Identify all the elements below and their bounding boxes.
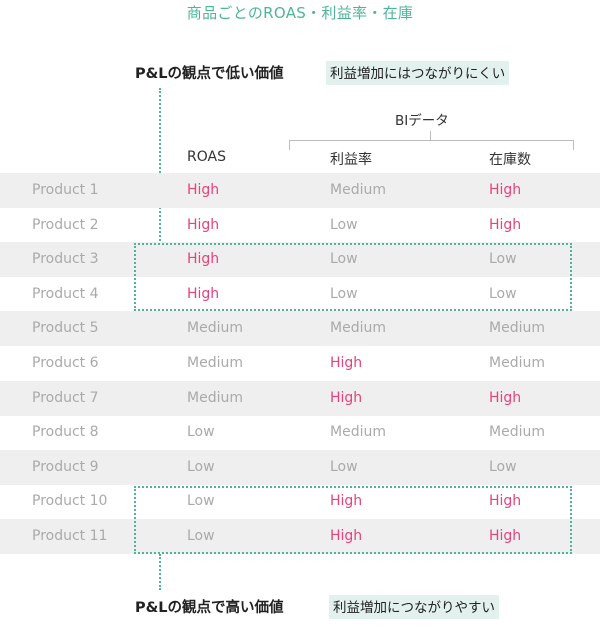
stock-cell: Low xyxy=(489,285,517,302)
table-row: Product 4 High Low Low xyxy=(0,277,600,312)
roas-cell: Low xyxy=(187,424,215,441)
product-name-cell: Product 10 xyxy=(32,493,108,510)
product-name-cell: Product 11 xyxy=(32,528,108,544)
table-row: Product 9 Low Low Low xyxy=(0,449,600,485)
margin-cell: High xyxy=(330,355,363,371)
product-name-cell: Product 5 xyxy=(32,320,99,337)
low-value-highlight-box xyxy=(134,243,572,311)
roas-cell: High xyxy=(187,182,220,198)
margin-cell: Low xyxy=(330,458,358,475)
margin-cell: High xyxy=(330,389,363,406)
column-header-margin: 利益率 xyxy=(330,152,372,168)
stock-cell: Low xyxy=(489,458,517,475)
product-name-cell: Product 8 xyxy=(32,424,99,441)
table-row: Product 2 High Low High xyxy=(0,208,600,243)
margin-cell: Low xyxy=(330,216,358,233)
bottom-connector-line xyxy=(159,554,161,590)
roas-cell: Low xyxy=(187,493,215,510)
top-callout-tag: 利益増加にはつながりにくい xyxy=(326,61,510,85)
stock-cell: Medium xyxy=(489,320,545,337)
bi-group-label: BIデータ xyxy=(395,113,449,129)
margin-cell: Medium xyxy=(330,424,386,441)
bottom-callout-tag: 利益増加につながりやすい xyxy=(329,595,499,619)
stock-cell: High xyxy=(489,182,522,198)
column-header-roas: ROAS xyxy=(187,149,226,165)
margin-cell: Medium xyxy=(330,182,386,198)
table-row: Product 10 Low High High xyxy=(0,484,600,519)
margin-cell: High xyxy=(330,493,363,510)
bi-group-bracket-tick xyxy=(430,131,431,140)
roas-cell: High xyxy=(187,216,220,233)
margin-cell: Low xyxy=(330,251,358,268)
stock-cell: High xyxy=(489,493,522,510)
roas-cell: High xyxy=(187,285,220,302)
stock-cell: High xyxy=(489,216,522,233)
stock-cell: High xyxy=(489,528,522,544)
roas-cell: Low xyxy=(187,458,215,475)
table-row: Product 1 High Medium High xyxy=(0,173,600,208)
stock-cell: Medium xyxy=(489,424,545,441)
table-row: Product 7 Medium High High xyxy=(0,380,600,416)
stock-cell: Low xyxy=(489,251,517,268)
bottom-callout-label: P&Lの観点で高い価値 xyxy=(135,600,284,616)
roas-cell: Medium xyxy=(187,320,243,337)
product-name-cell: Product 3 xyxy=(32,251,99,268)
roas-cell: Medium xyxy=(187,355,243,371)
table-row: Product 11 Low High High xyxy=(0,519,600,554)
diagram-title: 商品ごとのROAS・利益率・在庫 xyxy=(186,4,414,22)
high-value-highlight-box xyxy=(134,486,572,554)
margin-cell: Medium xyxy=(330,320,386,337)
table-row: Product 8 Low Medium Medium xyxy=(0,415,600,450)
margin-cell: Low xyxy=(330,285,358,302)
margin-cell: High xyxy=(330,528,363,544)
roas-cell: Medium xyxy=(187,389,243,406)
table-row: Product 5 Medium Medium Medium xyxy=(0,311,600,347)
table-row: Product 3 High Low Low xyxy=(0,242,600,278)
stock-cell: High xyxy=(489,389,522,406)
product-name-cell: Product 2 xyxy=(32,216,99,233)
table-row: Product 6 Medium High Medium xyxy=(0,346,600,381)
top-connector-line xyxy=(159,88,161,244)
product-name-cell: Product 7 xyxy=(32,389,99,406)
roas-cell: High xyxy=(187,251,220,268)
column-header-stock: 在庫数 xyxy=(489,152,531,168)
bi-group-bracket xyxy=(289,140,574,150)
top-callout-label: P&Lの観点で低い価値 xyxy=(135,66,284,82)
product-name-cell: Product 1 xyxy=(32,182,99,198)
stock-cell: Medium xyxy=(489,355,545,371)
product-name-cell: Product 6 xyxy=(32,355,99,371)
product-name-cell: Product 9 xyxy=(32,458,99,475)
product-name-cell: Product 4 xyxy=(32,285,99,302)
roas-cell: Low xyxy=(187,528,215,544)
